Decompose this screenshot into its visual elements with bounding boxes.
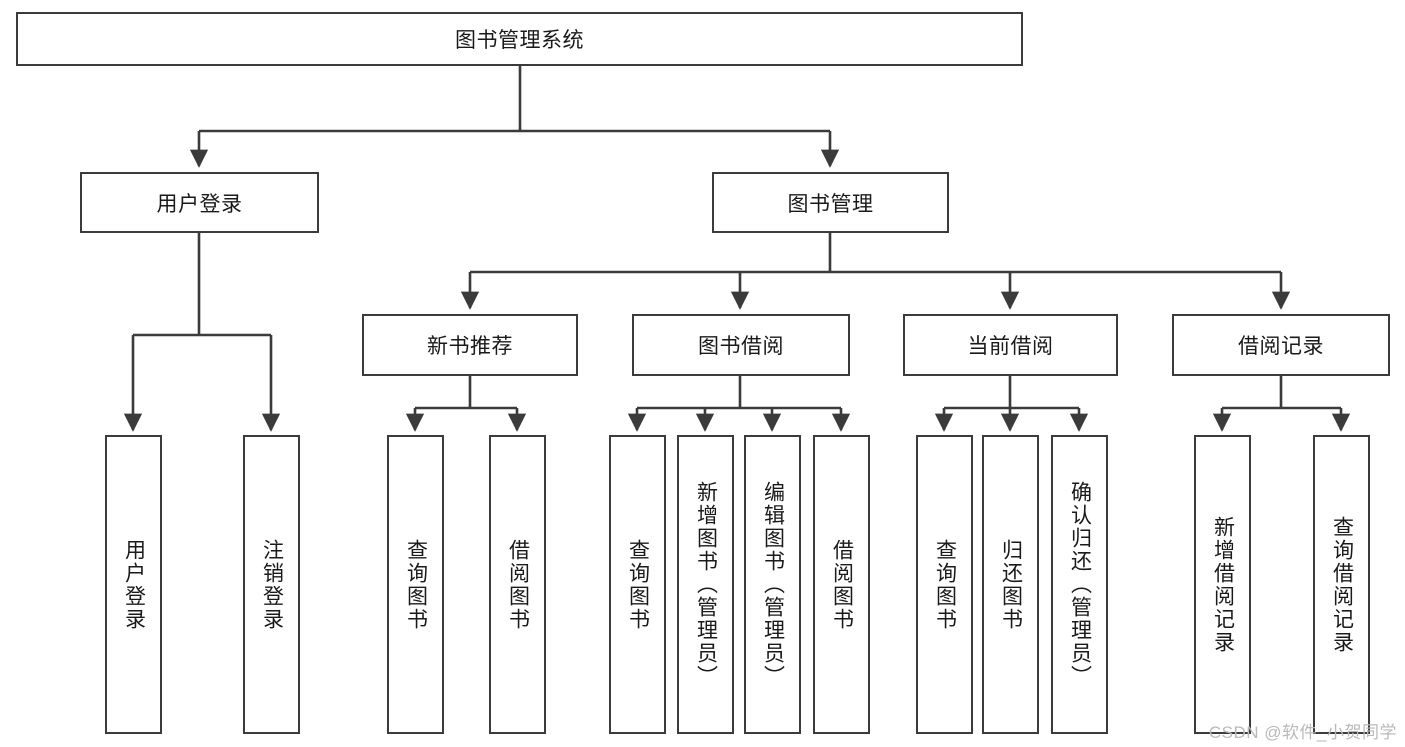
leaf-borrow-add-book[interactable]: 新增图书（管理员） — [677, 435, 734, 734]
leaf-borrow-borrow-book-label: 借阅图书 — [830, 538, 854, 631]
node-book-borrow[interactable]: 图书借阅 — [632, 314, 850, 376]
node-book-management[interactable]: 图书管理 — [712, 172, 949, 233]
node-user-login[interactable]: 用户登录 — [80, 172, 319, 233]
leaf-borrow-query-book[interactable]: 查询图书 — [609, 435, 666, 734]
leaf-user-login-signout[interactable]: 注销登录 — [243, 435, 300, 734]
leaf-new-book-borrow[interactable]: 借阅图书 — [489, 435, 546, 734]
node-current-borrow-label: 当前借阅 — [967, 335, 1054, 358]
node-user-login-label: 用户登录 — [156, 192, 243, 216]
leaf-user-login-signout-label: 注销登录 — [260, 538, 284, 631]
node-book-borrow-label: 图书借阅 — [698, 335, 784, 358]
leaf-current-confirm-return[interactable]: 确认归还（管理员） — [1051, 435, 1108, 734]
leaf-new-book-query[interactable]: 查询图书 — [387, 435, 444, 734]
leaf-current-query-book-label: 查询图书 — [933, 538, 957, 631]
leaf-record-query[interactable]: 查询借阅记录 — [1313, 435, 1370, 734]
leaf-record-add[interactable]: 新增借阅记录 — [1194, 435, 1251, 734]
leaf-borrow-borrow-book[interactable]: 借阅图书 — [813, 435, 870, 734]
leaf-new-book-query-label: 查询图书 — [404, 538, 428, 631]
leaf-current-return-book[interactable]: 归还图书 — [982, 435, 1039, 734]
leaf-current-confirm-return-label: 确认归还（管理员） — [1068, 481, 1092, 688]
leaf-borrow-query-book-label: 查询图书 — [626, 538, 650, 631]
node-book-management-label: 图书管理 — [787, 192, 874, 216]
node-borrow-record[interactable]: 借阅记录 — [1172, 314, 1390, 376]
leaf-new-book-borrow-label: 借阅图书 — [506, 538, 530, 631]
leaf-borrow-edit-book-label: 编辑图书（管理员） — [761, 481, 785, 688]
node-root-label: 图书管理系统 — [455, 29, 584, 52]
leaf-current-return-book-label: 归还图书 — [999, 538, 1023, 631]
watermark: CSDN @软件_小贺同学 — [1208, 723, 1397, 742]
leaf-record-add-label: 新增借阅记录 — [1211, 515, 1235, 654]
leaf-borrow-add-book-label: 新增图书（管理员） — [694, 481, 718, 688]
leaf-current-query-book[interactable]: 查询图书 — [916, 435, 973, 734]
node-root[interactable]: 图书管理系统 — [16, 12, 1023, 66]
leaf-user-login-signin-label: 用户登录 — [122, 538, 146, 631]
node-borrow-record-label: 借阅记录 — [1238, 335, 1324, 358]
leaf-record-query-label: 查询借阅记录 — [1330, 515, 1354, 654]
node-new-book-recommend-label: 新书推荐 — [427, 335, 513, 358]
node-current-borrow[interactable]: 当前借阅 — [903, 314, 1118, 376]
node-new-book-recommend[interactable]: 新书推荐 — [362, 314, 578, 376]
leaf-user-login-signin[interactable]: 用户登录 — [105, 435, 162, 734]
leaf-borrow-edit-book[interactable]: 编辑图书（管理员） — [744, 435, 801, 734]
